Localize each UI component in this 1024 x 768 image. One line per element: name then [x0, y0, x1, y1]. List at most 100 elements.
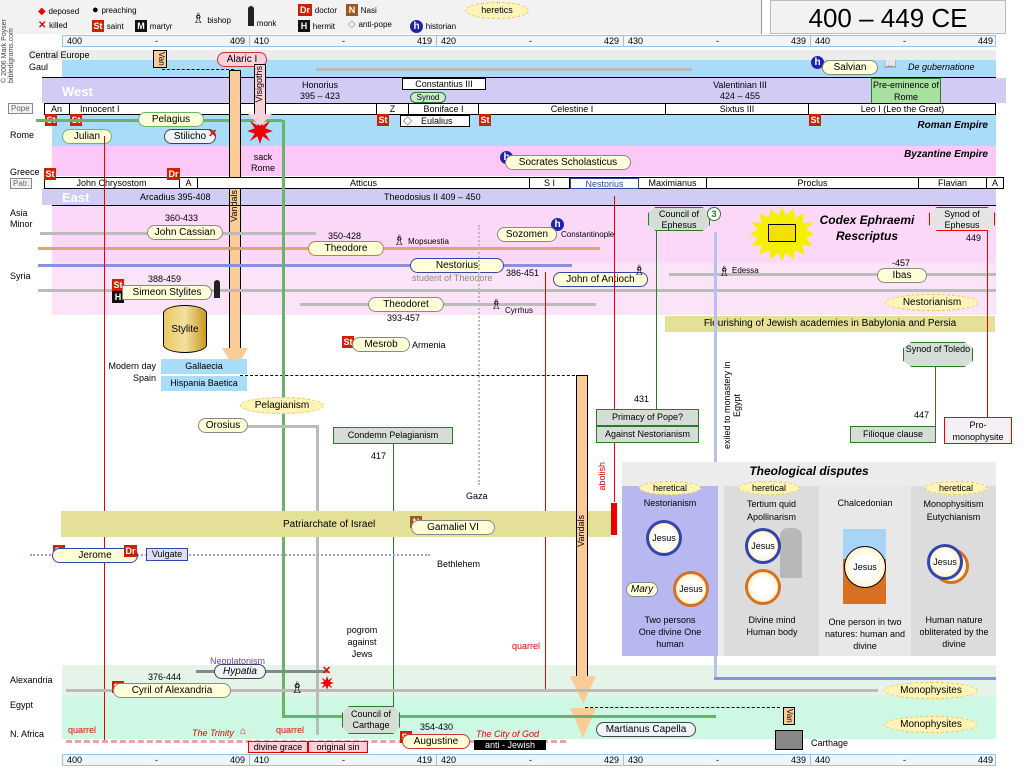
anti-jewish-box: anti - Jewish	[474, 740, 546, 750]
john-cassian-pill[interactable]: John Cassian	[147, 225, 223, 240]
monk-icon-simeon	[214, 280, 220, 298]
patr-s1: S I	[530, 178, 570, 189]
pelagius-green-line	[282, 120, 285, 716]
jerome-pill[interactable]: Jerome	[52, 548, 138, 563]
pelagianism-ellipse: Pelagianism	[240, 397, 324, 414]
socrates-pill[interactable]: Socrates Scholasticus	[505, 155, 631, 170]
mesrob-pill[interactable]: Mesrob	[352, 337, 410, 352]
pro-monophysite-box[interactable]: Pro-monophysite	[944, 417, 1012, 444]
condemn-pelagianism-box[interactable]: Condemn Pelagianism	[333, 427, 453, 444]
augustine-pill[interactable]: Augustine	[402, 734, 470, 749]
saint-badge-zosimus: St	[377, 114, 389, 126]
saint-icon: St	[92, 20, 104, 32]
patr-john-chrysostom: John Chrysostom	[44, 178, 180, 189]
saint-badge-leo: St	[809, 114, 821, 126]
nestorius-pill[interactable]: Nestorius	[410, 258, 504, 273]
bishop-icon-alexandria: ♗	[290, 680, 305, 697]
synod-toledo-octagon[interactable]: Synod of Toledo	[903, 342, 973, 367]
label-central-europe: Central Europe	[29, 50, 90, 60]
salvian-pill[interactable]: Salvian	[822, 60, 878, 75]
pelagius-pill[interactable]: Pelagius	[138, 112, 204, 127]
jesus-circle-mono: Jesus	[927, 544, 963, 580]
cyril-line	[66, 689, 878, 692]
nasi-icon: N	[346, 4, 358, 16]
nestorius-red-line	[545, 272, 546, 690]
saint-badge-mesrob: St	[342, 336, 354, 348]
council-carthage-octagon[interactable]: Council of Carthage	[342, 706, 400, 734]
heretical-tag-4: heretical	[925, 481, 987, 495]
patr-a1: A	[180, 178, 198, 189]
gamaliel-pill[interactable]: Gamaliel VI	[411, 520, 495, 535]
vulgate-box[interactable]: Vulgate	[146, 548, 188, 561]
gaul-gray-line	[316, 68, 692, 71]
hispania-box: Hispania Baetica	[161, 376, 247, 391]
cyrrhus-label: Cyrrhus	[505, 306, 534, 315]
label-alexandria: Alexandria	[10, 675, 53, 685]
john-of-antioch-pill[interactable]: John of Antioch	[553, 272, 648, 287]
against-nestorianism-box[interactable]: Against Nestorianism	[596, 426, 699, 443]
theodore-pill[interactable]: Theodore	[308, 241, 384, 256]
monk-icon	[248, 6, 254, 26]
van-arrow-carthage: Van	[783, 707, 795, 725]
patr-maximianus: Maximianus	[639, 178, 707, 189]
dispute-name-3: Chalcedonian	[837, 498, 893, 508]
vandals-dashed-line	[240, 375, 585, 376]
legend-heretics: heretics	[465, 2, 529, 19]
pope-an: An	[44, 104, 70, 115]
preaching-icon: ●	[92, 4, 99, 16]
stilicho-pill[interactable]: Stilicho	[164, 129, 216, 144]
cyril-pill[interactable]: Cyril of Alexandria	[113, 683, 231, 698]
patriarchate-label: Patriarchate of Israel	[283, 519, 376, 530]
sozomen-pill[interactable]: Sozomen	[497, 227, 557, 242]
original-sin-box: original sin	[308, 741, 368, 753]
divine-grace-box: divine grace	[248, 741, 308, 753]
ibas-pill[interactable]: Ibas	[877, 268, 927, 283]
theodoret-pill[interactable]: Theodoret	[368, 297, 444, 312]
hypatia-pill[interactable]: Hypatia	[214, 664, 266, 679]
filioque-year: 447	[914, 410, 930, 420]
east-band-bottom	[52, 205, 996, 206]
jesus-circle-nest-2: Jesus	[673, 571, 709, 607]
sack-rome-label: sack Rome	[250, 152, 275, 173]
julian-red-line	[104, 136, 105, 740]
synod-ephesus-octagon[interactable]: Synod of Ephesus	[929, 207, 995, 231]
orosius-pill[interactable]: Orosius	[198, 418, 248, 433]
label-rome: Rome	[10, 130, 35, 140]
nestorius-blue-arrow-line	[714, 677, 996, 680]
julian-pill[interactable]: Julian	[62, 129, 112, 144]
armenia-label: Armenia	[412, 340, 446, 350]
saint-badge-simeon: St	[112, 279, 124, 291]
primacy-box[interactable]: Primacy of Pope?	[596, 409, 699, 426]
mopsuestia-label: Mopsuestia	[408, 237, 449, 246]
diamond-icon: ◆	[38, 6, 46, 17]
nestorius-years: 386-451	[506, 268, 540, 278]
filioque-box[interactable]: Filioque clause	[850, 426, 936, 443]
nestorianism-ellipse: Nestorianism	[885, 294, 979, 311]
codex-label: Codex Ephraemi Rescriptus	[819, 213, 915, 243]
orosius-line	[248, 425, 318, 428]
jerome-dotted-line	[30, 554, 430, 556]
eulalius-box: Eulalius	[400, 115, 470, 127]
jesus-circle-tertium-1: Jesus	[745, 528, 781, 564]
martianus-pill[interactable]: Martianus Capella	[596, 722, 696, 737]
pogrom-burst-icon	[320, 676, 334, 690]
nestorius-line	[38, 264, 572, 267]
legend-doctor: Dr doctor	[298, 4, 338, 16]
patr-atticus: Atticus	[198, 178, 530, 189]
dispute-name-4: Monophysitism Eutychianism	[923, 499, 984, 522]
band-west	[42, 78, 1006, 103]
byzantine-empire-label: Byzantine Empire	[904, 149, 988, 160]
trinity-label: The Trinity	[192, 728, 234, 738]
council-ephesus-octagon[interactable]: Council of Ephesus	[648, 207, 710, 231]
label-greece: Greece	[10, 167, 40, 177]
simeon-pill[interactable]: Simeon Stylites	[122, 285, 212, 300]
patr-proclus: Proclus	[707, 178, 919, 189]
antipope-diamond-icon: ◇	[403, 113, 413, 127]
augustine-years: 354-430	[420, 722, 454, 732]
bishop-icon-cyrrhus: ♗	[490, 296, 503, 312]
dispute-desc-4: Human nature obliterated by the divine	[919, 615, 989, 649]
synod-pill: Synod	[410, 92, 446, 103]
alaric-pill[interactable]: Alaric I	[217, 52, 267, 67]
